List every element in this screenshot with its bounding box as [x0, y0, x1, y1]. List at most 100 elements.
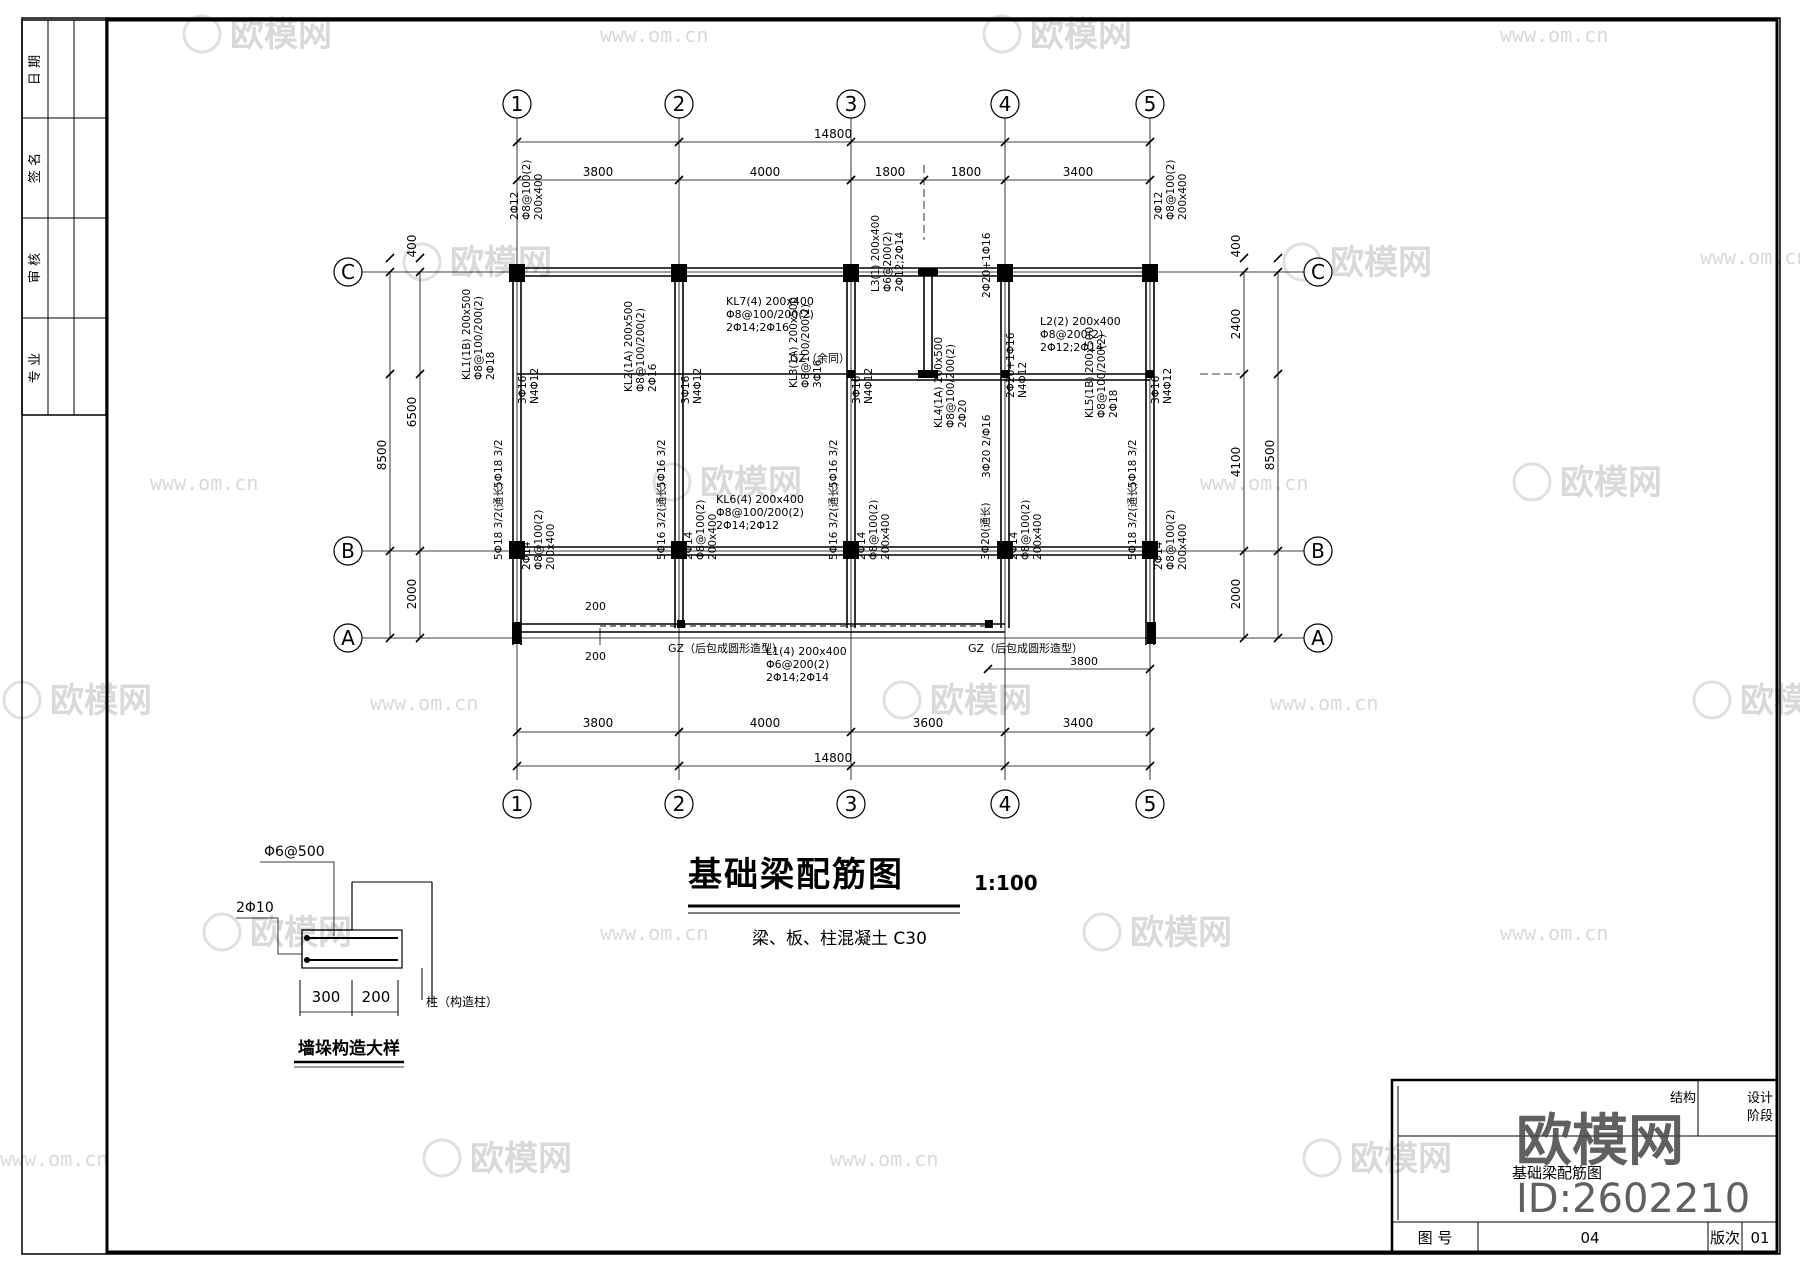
dim-total-top: 14800 — [814, 127, 852, 141]
axis-bubble-2-bottom — [664, 789, 694, 819]
watermark-url: www.om.cn — [1200, 471, 1308, 495]
brand-stamp: 欧模网 ID:2602210 — [1516, 1109, 1750, 1222]
dimension-tick — [846, 175, 856, 185]
dimension-tick — [1145, 761, 1155, 771]
watermark-logo-icon — [202, 912, 242, 952]
dimension-tick — [674, 137, 684, 147]
vertical-label-c1: 2Φ12 — [509, 192, 521, 220]
dimension-tick — [385, 546, 395, 556]
axis-label-3-top: 3 — [845, 92, 858, 116]
vertical-label-kl2: Φ8@100/200(2) — [635, 308, 647, 392]
dim-right-3: 4100 — [1229, 447, 1243, 478]
watermark-brand: 欧模网 — [700, 463, 802, 503]
dimension-ticks — [385, 137, 1283, 771]
watermark-brand: 欧模网 — [1350, 1139, 1452, 1179]
beam-label-kl7: 2Φ14;2Φ16 — [726, 321, 789, 334]
beam-label-dim200b: 200 — [585, 650, 606, 663]
vertical-label-kl2: KL2(1A) 200x500 — [623, 301, 635, 392]
vertical-label-a1: Φ8@100(2) — [533, 510, 545, 570]
column-gz-d — [1001, 370, 1009, 378]
watermark-brand: 欧模网 — [1330, 243, 1432, 283]
watermark-url: www.om.cn — [1270, 691, 1378, 715]
vertical-label-n5: 3Φ16 — [1150, 375, 1162, 404]
watermark-logo-icon — [1082, 912, 1122, 952]
axis-label-1-top: 1 — [511, 92, 524, 116]
axis-bubble-5-top — [1135, 89, 1165, 119]
vertical-label-b2: 5Φ16 3/2(通长) — [656, 482, 668, 560]
vertical-label-kl1: KL1(1B) 200x500 — [461, 289, 473, 380]
dimension-tick — [1273, 267, 1283, 277]
side-label-date: 日 期 — [28, 55, 43, 85]
axis-bubble-5-bottom — [1135, 789, 1165, 819]
beam-label-kl6: Φ8@100/200(2) — [716, 506, 804, 519]
vertical-label-n4: N4Φ12 — [1017, 362, 1029, 398]
watermark-url: www.om.cn — [0, 1147, 108, 1171]
dimension-tick — [415, 546, 425, 556]
dim-bottom-2: 4000 — [750, 716, 781, 730]
vertical-label-kl2: 2Φ16 — [647, 363, 659, 392]
tb-number: 04 — [1580, 1229, 1599, 1247]
vertical-label-kl4: Φ8@100/200(2) — [945, 344, 957, 428]
vertical-label-n1: 3Φ16 — [517, 375, 529, 404]
dimension-tick — [846, 761, 856, 771]
watermark-url: www.om.cn — [830, 1147, 938, 1171]
dimension-tick — [1000, 175, 1010, 185]
column-3B — [843, 541, 859, 559]
vertical-label-l3: L3(1) 200x400 — [870, 215, 882, 292]
column-2C — [671, 264, 687, 282]
beam-label-gz1: GZ（余同） — [790, 351, 850, 365]
watermark-logo-icon — [402, 242, 442, 282]
vertical-label-kl4: 2Φ20 — [957, 400, 969, 428]
watermark-brand: 欧模网 — [1130, 913, 1232, 953]
dimension-tick — [1273, 633, 1283, 643]
column-3C — [843, 264, 859, 282]
axis-label-2-bottom: 2 — [673, 792, 686, 816]
vertical-label-s4: 3Φ20 2/Φ16 — [981, 414, 993, 478]
dimension-tick — [1145, 137, 1155, 147]
dimension-tick — [385, 633, 395, 643]
beam-label-gz3: GZ（后包成圆形造型） — [968, 641, 1083, 655]
vertical-label-l3: Φ6@200(2) — [882, 232, 894, 292]
dim-top-2: 4000 — [750, 165, 781, 179]
dimension-tick — [983, 664, 993, 674]
axis-label-C-left: C — [341, 260, 355, 284]
axis-label-C-right: C — [1311, 260, 1325, 284]
beam-label-kl7: Φ8@100/200(2) — [726, 308, 814, 321]
axis-label-A-right: A — [1311, 626, 1325, 650]
axis-label-A-left: A — [341, 626, 355, 650]
axis-bubble-A-left — [333, 623, 363, 653]
watermark-brand: 欧模网 — [930, 681, 1032, 721]
column-5A — [1147, 622, 1156, 644]
dimension-tick — [512, 175, 522, 185]
dimension-tick — [415, 369, 425, 379]
column-1B — [509, 541, 525, 559]
frame-border — [105, 18, 1779, 1254]
vertical-label-a3: Φ8@100(2) — [868, 500, 880, 560]
beam-label-l2: 2Φ12;2Φ14 — [1040, 341, 1103, 354]
dimension-tick — [1145, 175, 1155, 185]
vertical-label-n3: 3Φ16 — [851, 375, 863, 404]
axis-label-2-top: 2 — [673, 92, 686, 116]
vertical-label-c1: 200x400 — [533, 174, 545, 220]
dimension-tick — [1000, 137, 1010, 147]
watermark-url: www.om.cn — [1500, 23, 1608, 47]
dimension-tick — [846, 137, 856, 147]
vertical-label-a4: Φ8@100(2) — [1020, 500, 1032, 560]
dimension-tick — [512, 727, 522, 737]
detail-title: 墙垛构造大样 — [298, 1038, 400, 1059]
axis-label-B-right: B — [1311, 539, 1325, 563]
axis-bubble-3-top — [836, 89, 866, 119]
column-gz-c — [847, 370, 855, 378]
watermark-layer: 欧模网欧模网欧模网欧模网欧模网欧模网欧模网欧模网欧模网欧模网欧模网欧模网欧模网w… — [0, 14, 1800, 1179]
axis-bubble-4-top — [990, 89, 1020, 119]
column-5B — [1142, 541, 1158, 559]
vertical-label-n2: 3Φ16 — [680, 375, 692, 404]
detail-stirrup: Φ6@500 — [264, 844, 325, 860]
dim-left-2: 6500 — [405, 397, 419, 428]
dim-right-1: 400 — [1229, 235, 1243, 258]
vertical-label-n1: N4Φ12 — [529, 368, 541, 404]
watermark-logo-icon — [1302, 1138, 1342, 1178]
vertical-label-c1: Φ8@100(2) — [521, 160, 533, 220]
